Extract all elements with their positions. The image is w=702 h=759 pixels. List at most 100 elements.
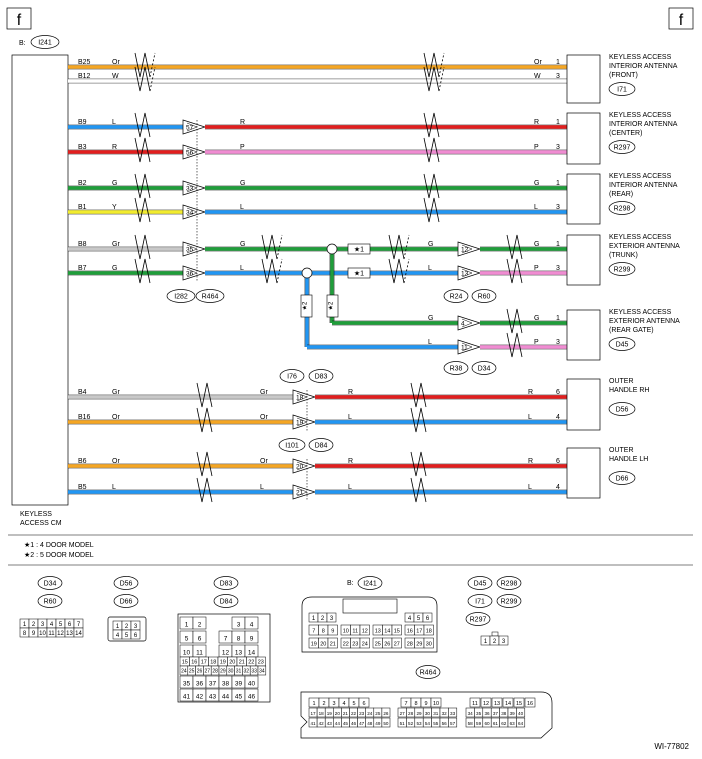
conn-r464-view-pin-61: 61 (493, 721, 499, 726)
wire-b2-seg1-label: G (240, 180, 245, 187)
wire-b8-end-pin: 1 (556, 241, 560, 248)
wire-b3-pin: B3 (78, 144, 87, 151)
conn-r464-view-pin-9: 9 (424, 701, 427, 707)
conn-r464-view-pin-34: 34 (468, 711, 474, 716)
device-r299-line2: EXTERIOR ANTENNA (609, 243, 680, 250)
conn-d34-view-pin-8: 8 (23, 631, 27, 637)
conn-i241-view-pin-2: 2 (321, 616, 325, 622)
conn-i241-view-pin-5: 5 (417, 616, 421, 622)
twist-b16-b (410, 407, 427, 433)
branch-blue-label: L (428, 339, 432, 346)
branch-green-end-color: G (534, 315, 539, 322)
conn-r464-view-cell-16 (524, 697, 536, 708)
conn-i241-view-cell-15 (391, 624, 402, 636)
wire-b25-end-pin: 1 (556, 59, 560, 66)
twist-b3-a (134, 137, 151, 163)
wire-b6-pin: B6 (78, 458, 87, 465)
conn-d34-view-pin-12: 12 (57, 631, 64, 637)
device-d66-box (566, 447, 601, 499)
twist-b4-a (196, 382, 213, 408)
joint-18-label: 18 (296, 395, 304, 402)
wire-b5-out-label: L (348, 484, 352, 491)
twist-b7-a (134, 258, 151, 284)
wire-b3-color-label: R (112, 144, 117, 151)
conn-r464-view-pin-24: 24 (367, 711, 373, 716)
conn-d83-view-pin-30: 30 (228, 669, 234, 675)
conn-i71-label: I71 (475, 599, 485, 606)
wire-b5-mid-label: L (260, 484, 264, 491)
conn-r464-view-cell-10 (430, 697, 442, 708)
conn-r464-view-pin-50: 50 (383, 721, 389, 726)
wire-b4-end-pin: 6 (556, 389, 560, 396)
conn-r464-view-cell-6 (358, 697, 370, 708)
conn-r464-view-pin-23: 23 (359, 711, 365, 716)
conn-r464-view-pin-40: 40 (518, 711, 524, 716)
conn-d56-view-pin-3: 3 (134, 624, 138, 630)
conn-small3-pin-2: 2 (493, 639, 497, 645)
conn-r464-view-pin-18: 18 (319, 711, 325, 716)
conn-r60-oval (37, 594, 63, 608)
conn-r464-view-pin-26: 26 (383, 711, 389, 716)
wire-b25-pin: B25 (78, 59, 91, 66)
wire-b12-end-color: W (534, 73, 541, 80)
conn-i241-view-pin-10: 10 (343, 629, 349, 635)
joint-33-label: 33 (186, 186, 194, 193)
conn-d45-oval (467, 576, 493, 590)
twist-branch-blue (506, 332, 523, 358)
ref-d34: D34 (471, 361, 497, 375)
wire-b2-color-label: G (112, 180, 117, 187)
conn-r464-view-pin-17: 17 (310, 711, 316, 716)
conn-13-label: 13 (461, 271, 469, 278)
conn-r464-view-pin-62: 62 (501, 721, 507, 726)
twist-branch-green (506, 308, 523, 334)
conn-d83-view-pin-45: 45 (235, 694, 243, 701)
conn-d83-view-pin-36: 36 (196, 681, 204, 688)
conn-r464-view-pin-2: 2 (322, 701, 325, 707)
device-d56-line1: OUTER (609, 378, 634, 385)
conn-d66-oval (113, 594, 139, 608)
wire-b1-end-color: L (534, 204, 538, 211)
conn-small3-pin-3: 3 (502, 639, 506, 645)
conn-r464-view-pin-37: 37 (493, 711, 499, 716)
twist-b3-b (423, 137, 440, 163)
conn-d83-view-cell-6 (192, 630, 207, 644)
conn-d83-view-pin-42: 42 (196, 694, 204, 701)
conn-r464-view-pin-33: 33 (450, 711, 456, 716)
conn-r60-label: R60 (44, 599, 57, 606)
conn-r464-view-pin-6: 6 (362, 701, 365, 707)
star1-box-upper (347, 243, 371, 255)
conn-r464-view-cell-14 (502, 697, 514, 708)
joint-20-label: 20 (296, 464, 304, 471)
conn-i241-view-pin-13: 13 (375, 629, 381, 635)
conn-d83-view-cell-9 (244, 630, 259, 644)
wire-b1-pin: B1 (78, 204, 87, 211)
conn-d83-view-cell-40 (244, 675, 259, 689)
wire-b1-seg1-label: L (240, 204, 244, 211)
conn-d83-view-pin-29: 29 (220, 669, 226, 675)
conn-d83-view-pin-1: 1 (185, 622, 189, 629)
conn-r464-view-pin-39: 39 (510, 711, 516, 716)
ref-d84: D84 (308, 438, 334, 452)
conn-i241-view-cell-18 (423, 624, 434, 636)
module-name-line2: ACCESS CM (20, 520, 62, 527)
conn-d83-view-cell-46 (244, 688, 259, 702)
twist-b1-b (423, 197, 440, 223)
conn-i241-view-cell-12 (359, 624, 370, 636)
conn-d34-view-pin-5: 5 (59, 622, 63, 628)
wire-b16-pin: B16 (78, 414, 91, 421)
conn-i241-view-pin-25: 25 (375, 642, 381, 648)
conn-i241-view-pin-20: 20 (320, 642, 326, 648)
conn-r464-view-pin-1: 1 (312, 701, 315, 707)
conn-i241-view-pin-14: 14 (384, 629, 390, 635)
conn-r464-view-pin-31: 31 (433, 711, 439, 716)
conn-i241-view-cell-6 (422, 612, 433, 623)
ref-r60: R60 (471, 289, 497, 303)
wire-b6-mid-label: Or (260, 458, 268, 465)
ref-i76: I76 (279, 369, 305, 383)
twist-b9-b (423, 112, 440, 138)
ref-r24: R24 (443, 289, 469, 303)
conn-i241-view-pin-24: 24 (362, 642, 368, 648)
